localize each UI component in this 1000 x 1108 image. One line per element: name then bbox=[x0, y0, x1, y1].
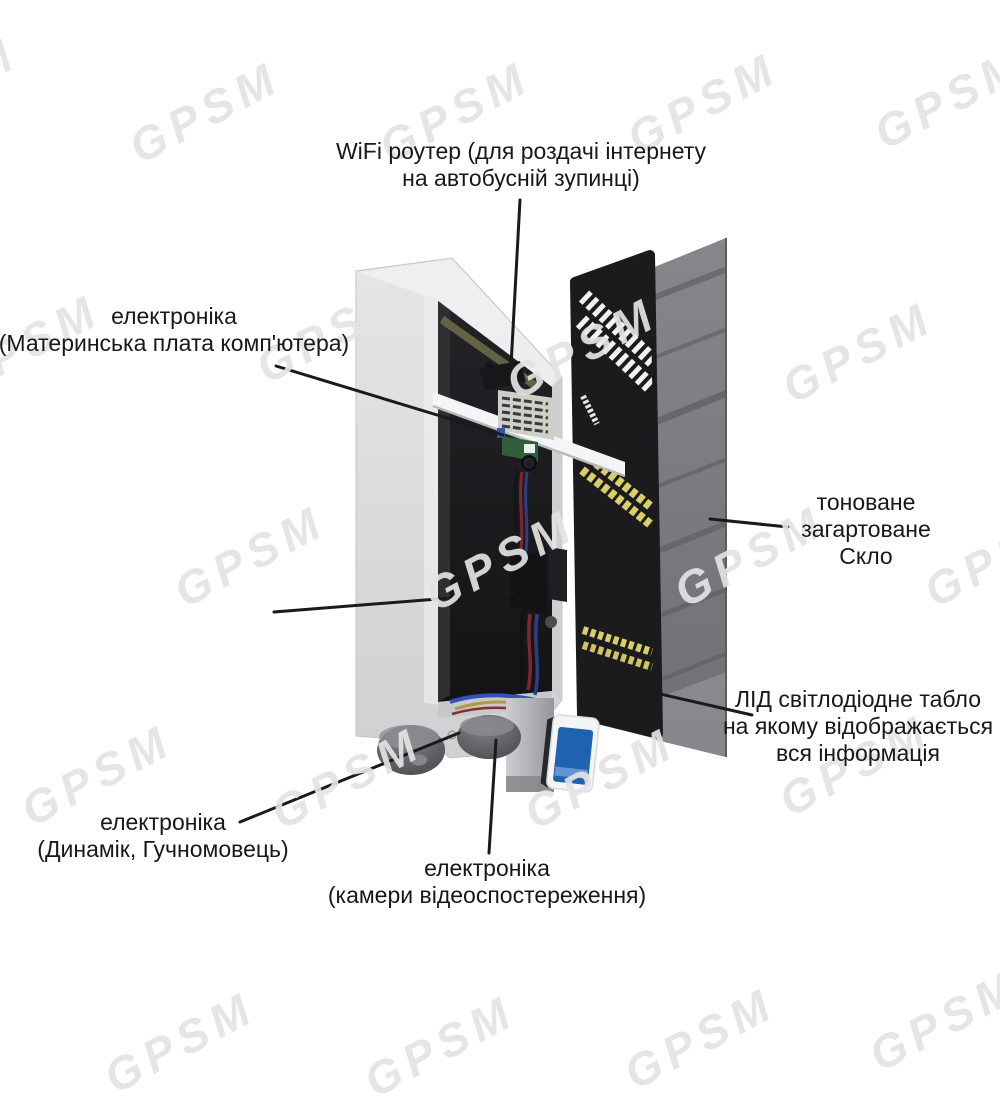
led-matrix-time-text bbox=[575, 290, 658, 426]
label-line: на автобусній зупинці) bbox=[402, 165, 640, 191]
leader-glass bbox=[708, 517, 790, 529]
label-line: на якому відображається bbox=[722, 713, 994, 739]
leader-wifi-router bbox=[509, 198, 522, 368]
label-led-board: ЛІД світлодіодне табло на якому відображ… bbox=[723, 686, 993, 767]
label-line: тоноване bbox=[816, 489, 916, 515]
label-speaker: електроніка (Динамік, Гучномовець) bbox=[37, 809, 288, 863]
validator-box bbox=[540, 714, 600, 793]
leader-speaker bbox=[238, 731, 461, 824]
leader-lines bbox=[238, 198, 790, 855]
camera-dome-left bbox=[377, 725, 445, 775]
label-line: електроніка bbox=[424, 855, 550, 881]
label-line: вся інформація bbox=[776, 740, 940, 766]
leader-cameras bbox=[487, 738, 498, 855]
glass-reflection-streaks bbox=[652, 265, 726, 757]
camera-dome-right bbox=[457, 715, 521, 759]
leader-power-supply bbox=[272, 591, 515, 614]
label-line: загартоване bbox=[801, 516, 931, 542]
label-line: (камери відеоспостереження) bbox=[327, 882, 647, 908]
label-tinted-glass: тоноване загартоване Скло bbox=[801, 489, 931, 570]
label-line: електроніка bbox=[111, 303, 237, 329]
led-display-panel bbox=[570, 250, 663, 739]
label-line: Скло bbox=[839, 543, 893, 569]
label-line: електроніка bbox=[100, 809, 226, 835]
label-motherboard: електроніка (Материнська плата комп'ютер… bbox=[0, 303, 349, 357]
label-line: (Материнська плата комп'ютера) bbox=[0, 330, 350, 356]
label-line: (Динамік, Гучномовець) bbox=[37, 836, 289, 862]
leader-motherboard bbox=[274, 364, 505, 437]
internal-wiring-lower bbox=[518, 611, 540, 696]
device-illustration bbox=[238, 198, 790, 855]
label-line: WiFi роутер (для роздачі інтернету bbox=[335, 138, 707, 164]
label-wifi-router: WiFi роутер (для роздачі інтернету на ав… bbox=[336, 138, 706, 192]
label-cameras: електроніка (камери відеоспостереження) bbox=[328, 855, 646, 909]
label-line: ЛІД світлодіодне табло bbox=[734, 686, 982, 712]
power-supply-unit bbox=[510, 547, 567, 628]
tinted-glass-panel bbox=[652, 238, 727, 757]
internal-wiring-upper bbox=[513, 469, 529, 553]
leader-led-board bbox=[632, 686, 754, 717]
